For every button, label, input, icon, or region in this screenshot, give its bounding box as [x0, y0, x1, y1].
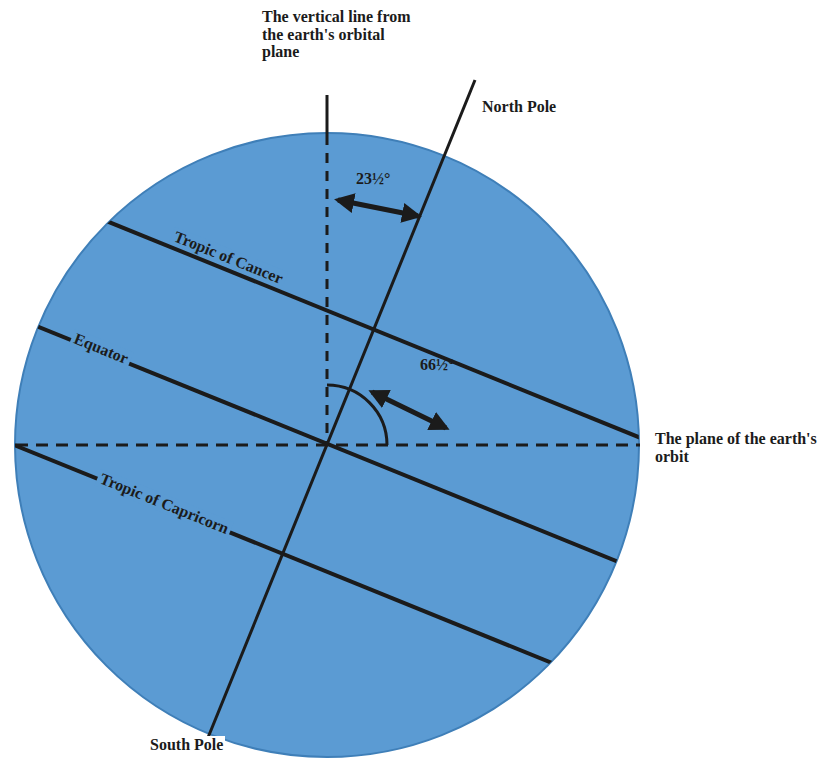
tropic-of-cancer-line — [30, 190, 700, 462]
angle-label: 66½° — [420, 356, 454, 374]
equator-line — [0, 295, 700, 595]
angle-arrow — [338, 200, 418, 216]
earth-axis — [205, 80, 475, 745]
vertical-line — [326, 95, 329, 135]
pole-label: South Pole — [148, 736, 225, 754]
angle-label: 23½° — [356, 170, 390, 188]
vertical-dashed-line — [326, 135, 329, 445]
line-label: The vertical line from the earth's orbit… — [262, 8, 412, 61]
plane-label: The plane of the earth's orbit — [655, 430, 820, 465]
angle-arrow — [372, 392, 446, 428]
pole-label: North Pole — [482, 98, 556, 116]
tropic-of-capricorn-line — [0, 423, 700, 723]
